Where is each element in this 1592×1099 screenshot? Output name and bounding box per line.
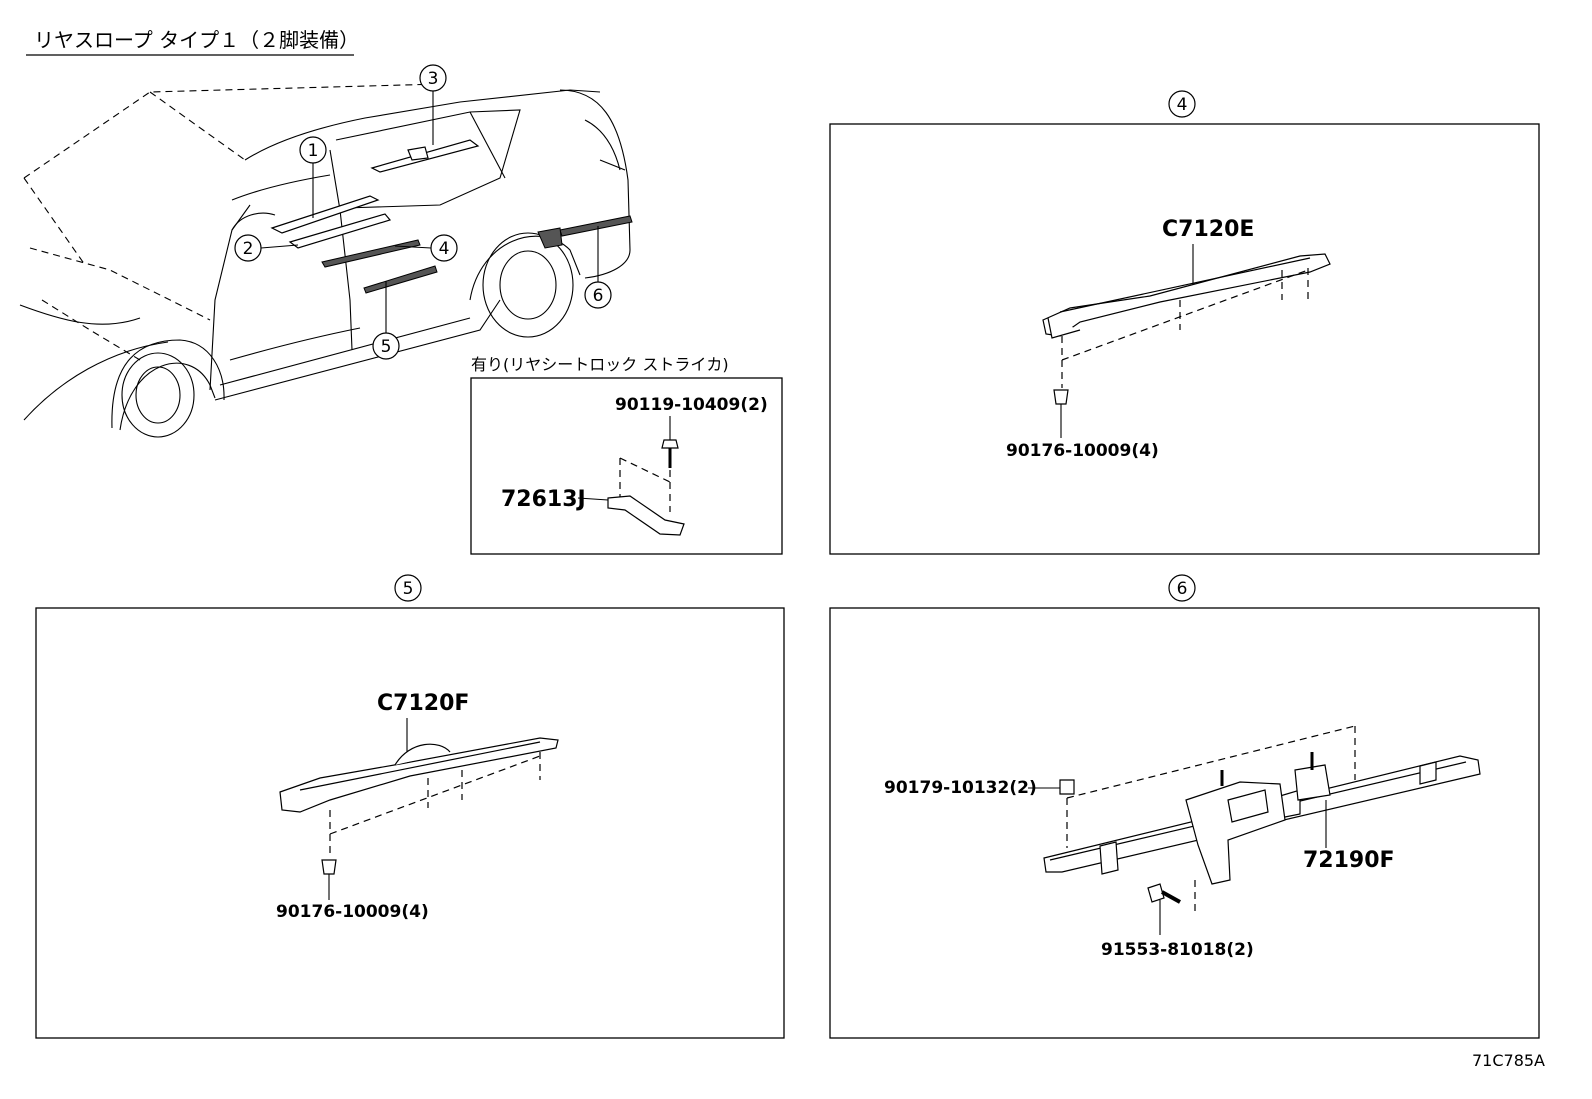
rail-72190F <box>1043 752 1481 885</box>
callout-6: 6 <box>584 226 612 309</box>
clip-icon <box>321 859 337 875</box>
detail-4: 4 C7120E 90176-10009(4) <box>829 90 1540 555</box>
svg-text:3: 3 <box>428 69 439 89</box>
part-90176-10009-b: 90176-10009(4) <box>276 902 429 922</box>
inset-striker: 有り(リヤシートロック ストライカ) 90119-10409(2) 72613J <box>470 355 783 555</box>
part-90119-10409: 90119-10409(2) <box>615 395 768 415</box>
detail-5: 5 C7120F 90176-10009(4) <box>35 574 785 1039</box>
detail-6-marker: 6 <box>1177 579 1188 599</box>
svg-text:1: 1 <box>308 141 319 161</box>
nut-icon <box>1059 779 1075 795</box>
detail-6-frame <box>829 607 1540 1039</box>
bolt-icon <box>661 439 679 468</box>
rail-C7120F <box>279 737 559 813</box>
callout-2: 2 <box>234 234 299 262</box>
svg-text:4: 4 <box>439 239 450 259</box>
callout-5: 5 <box>372 281 400 360</box>
detail-4-marker: 4 <box>1177 95 1188 115</box>
svg-text:2: 2 <box>243 239 254 259</box>
part-90179-10132: 90179-10132(2) <box>884 778 1037 798</box>
diagram-title: リヤスロープ タイプ１（２脚装備） <box>26 28 359 56</box>
callout-1: 1 <box>299 136 327 218</box>
part-72190F: 72190F <box>1303 848 1395 873</box>
detail-5-frame <box>35 607 785 1039</box>
title-text: リヤスロープ タイプ１（２脚装備） <box>34 28 359 52</box>
rail-C7120E <box>1042 253 1331 339</box>
bolt-icon <box>1147 883 1181 904</box>
detail-5-marker: 5 <box>403 579 414 599</box>
callout-4: 4 <box>394 234 458 262</box>
diagram-code: 71C785A <box>1472 1051 1545 1070</box>
part-C7120F: C7120F <box>377 691 469 716</box>
striker-bracket <box>607 495 685 536</box>
svg-text:6: 6 <box>593 286 604 306</box>
callout-3: 3 <box>419 64 447 145</box>
clip-icon <box>1053 389 1069 405</box>
vehicle-overview <box>19 83 633 438</box>
part-91553-81018: 91553-81018(2) <box>1101 940 1254 960</box>
detail-4-frame <box>829 123 1540 555</box>
svg-text:5: 5 <box>381 337 392 357</box>
overview-callouts: 1 2 3 4 5 6 <box>234 64 612 360</box>
inset-caption: 有り(リヤシートロック ストライカ) <box>471 355 729 374</box>
part-C7120E: C7120E <box>1162 217 1254 242</box>
part-90176-10009-a: 90176-10009(4) <box>1006 441 1159 461</box>
detail-6: 6 90179-10132(2) 72190F <box>829 574 1540 1039</box>
inset-frame <box>470 377 783 555</box>
part-72613J: 72613J <box>501 487 586 512</box>
